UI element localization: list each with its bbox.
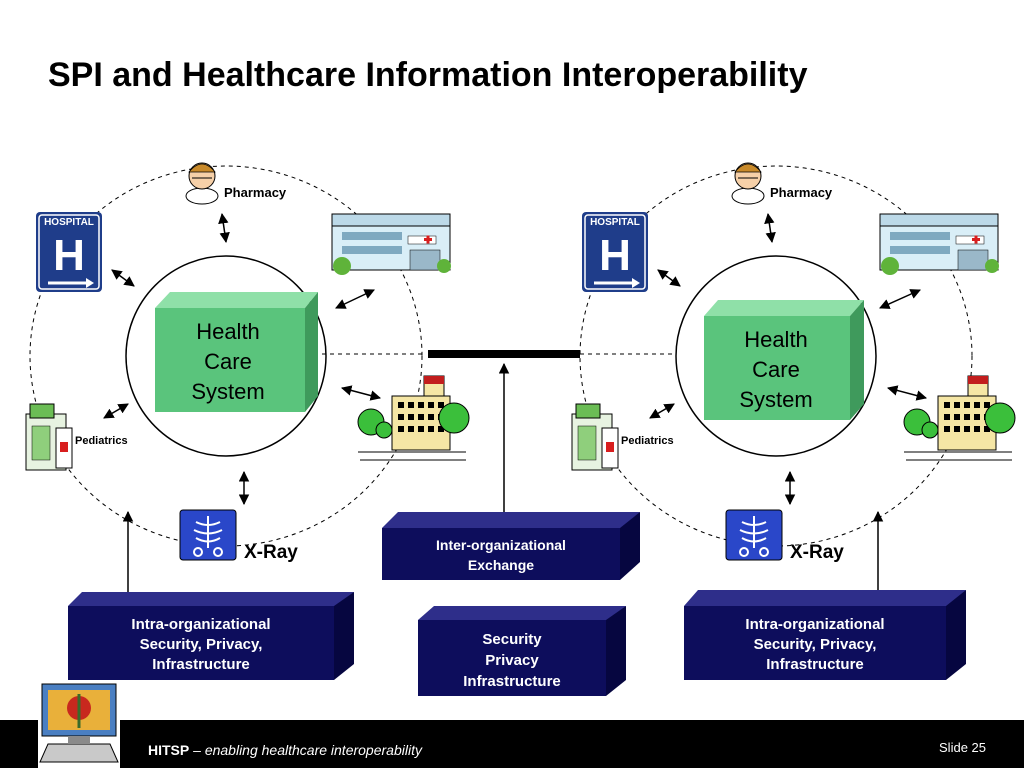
footer-tagline: enabling healthcare interoperability	[204, 742, 422, 758]
spi-box: Security Privacy Infrastructure	[418, 606, 626, 696]
pediatrics-label: Pediatrics	[621, 435, 674, 447]
outer-dashed-ring	[29, 165, 423, 547]
center-label-line-2: Care	[752, 357, 800, 382]
health-care-system-box: Health Care System	[155, 292, 318, 412]
outer-dashed-ring	[579, 165, 973, 547]
slide-number: Slide 25	[939, 740, 986, 755]
hospital-complex-icon	[357, 375, 470, 461]
pharmacist-icon	[731, 162, 765, 205]
xray-icon	[179, 509, 237, 561]
box-text-line: Infrastructure	[152, 656, 250, 673]
box-text-line: Intra-organizational	[745, 616, 884, 633]
footer-brand: HITSP	[148, 742, 190, 758]
hospital-sign-text: HOSPITAL	[44, 217, 94, 228]
hospital-sign-icon: HOSPITAL H	[582, 212, 648, 292]
center-label-line-3: System	[191, 379, 264, 404]
health-care-system-box: Health Care System	[704, 300, 864, 420]
xray-icon	[725, 509, 783, 561]
box-text-line: Security, Privacy,	[140, 636, 263, 653]
box-text-line: Intra-organizational	[131, 616, 270, 633]
hospital-sign-icon: HOSPITAL H	[36, 212, 102, 292]
pediatrics-label: Pediatrics	[75, 435, 128, 447]
cluster-right: Health Care System HOSPITAL H Pharmacy	[571, 162, 1016, 590]
pediatrics-building-icon	[25, 403, 73, 471]
center-label-line-2: Care	[204, 349, 252, 374]
interoperability-diagram: Health Care System HOSPITAL H Pharmacy	[25, 162, 1016, 696]
hospital-sign-letter: H	[53, 231, 85, 280]
inter-org-exchange-box: Inter-organizational Exchange	[382, 512, 640, 580]
box-text-line: Security	[482, 631, 542, 648]
center-label-line-1: Health	[196, 319, 260, 344]
clinic-building-icon	[331, 213, 451, 275]
box-text-line: Privacy	[485, 652, 539, 669]
box-text-line: Security, Privacy,	[754, 636, 877, 653]
box-text-line: Infrastructure	[766, 656, 864, 673]
box-text-line: Exchange	[468, 557, 534, 573]
clinic-building-icon	[879, 213, 999, 275]
pharmacist-icon	[185, 162, 219, 205]
pharmacy-label: Pharmacy	[224, 185, 287, 200]
cluster-right-arrows	[649, 212, 928, 506]
slide-title: SPI and Healthcare Information Interoper…	[48, 56, 808, 94]
hospital-sign-letter: H	[599, 231, 631, 280]
footer-bar	[0, 720, 1024, 768]
hitsp-logo	[38, 682, 120, 768]
xray-label: X-Ray	[244, 542, 298, 563]
center-label-line-1: Health	[744, 327, 808, 352]
hospital-complex-icon	[903, 375, 1016, 461]
cluster-left-arrows	[103, 212, 382, 506]
pediatrics-building-icon	[571, 403, 619, 471]
left-intra-box: Intra-organizational Security, Privacy, …	[68, 592, 354, 680]
right-intra-box: Intra-organizational Security, Privacy, …	[684, 590, 966, 680]
xray-label: X-Ray	[790, 542, 844, 563]
cluster-left: Health Care System HOSPITAL H Pharmacy	[25, 162, 470, 594]
center-label-line-3: System	[739, 387, 812, 412]
box-text-line: Infrastructure	[463, 673, 561, 690]
footer-dash: –	[189, 742, 205, 758]
pharmacy-label: Pharmacy	[770, 185, 833, 200]
hospital-sign-text: HOSPITAL	[590, 217, 640, 228]
footer-caption: HITSP – enabling healthcare interoperabi…	[148, 742, 422, 758]
box-text-line: Inter-organizational	[436, 537, 566, 553]
